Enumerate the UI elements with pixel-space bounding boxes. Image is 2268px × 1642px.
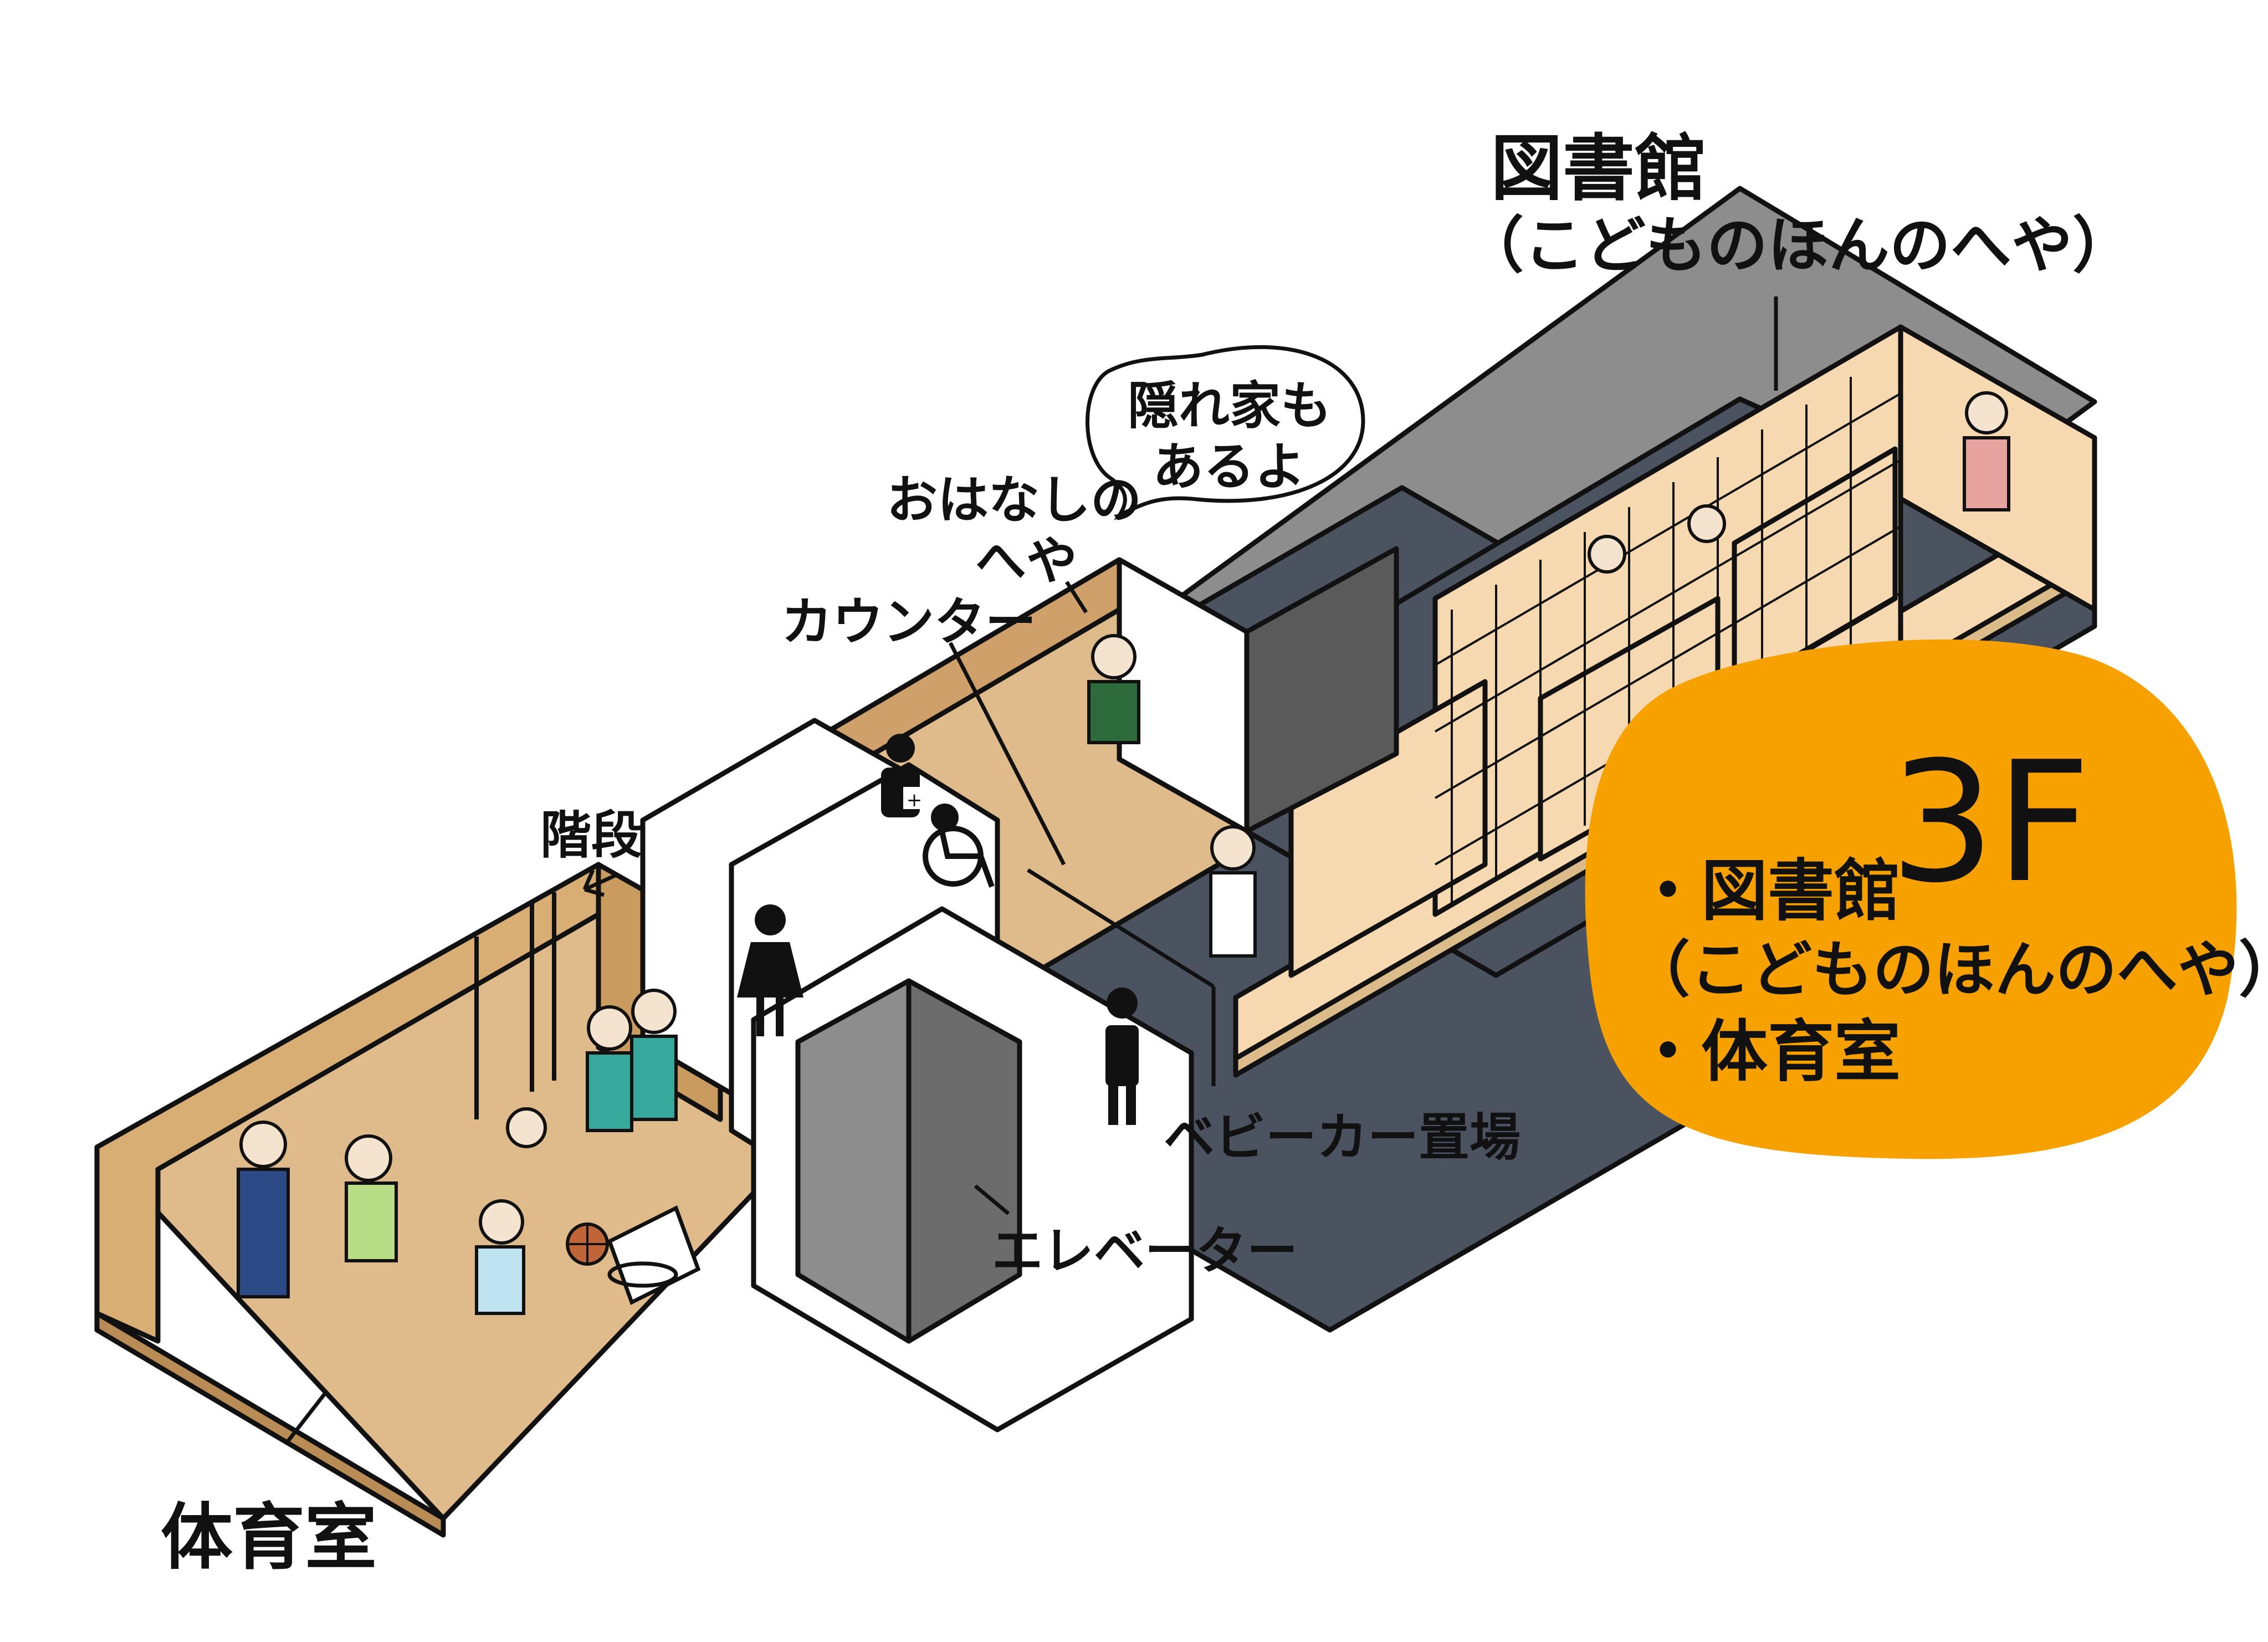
stroller-area-label: ベビーカー置場 xyxy=(1164,1108,1521,1167)
badge-item-library-sub: （こどものほんのへや） xyxy=(1629,934,2268,1005)
story-room-label-line-2: へや xyxy=(975,531,1078,591)
basketball-icon xyxy=(566,1222,609,1266)
elevator-label: エレベーター xyxy=(992,1221,1298,1281)
library-title: 図書館 xyxy=(1491,126,1707,211)
svg-text:+: + xyxy=(907,789,923,811)
shelf-unit-3 xyxy=(1732,446,1898,695)
wheelchair-icon xyxy=(923,804,995,888)
badge-item-gym: ・体育室 xyxy=(1635,1014,1901,1091)
baby-care-icon: + xyxy=(881,734,925,817)
stairs-label: 階段 xyxy=(540,806,643,865)
floor-badge xyxy=(1585,639,2237,1159)
basketball-hoop-icon xyxy=(607,1205,701,1305)
elevator-front xyxy=(906,978,1022,1344)
female-restroom-icon xyxy=(737,904,803,1036)
speech-bubble xyxy=(1086,345,1365,521)
gym-label: 体育室 xyxy=(161,1495,377,1579)
counter-label: カウンター xyxy=(781,592,1037,652)
shelf-unit-1 xyxy=(1288,679,1488,978)
male-restroom-icon xyxy=(1105,988,1139,1125)
library-subtitle: （こどものほんのへや） xyxy=(1463,210,2133,281)
floor-number: 3F xyxy=(1890,726,2091,919)
speech-bubble-line-2: あるよ xyxy=(1153,437,1306,497)
partition-2 xyxy=(1244,546,1399,834)
badge-item-library: ・図書館 xyxy=(1635,853,1901,930)
arrow-icon xyxy=(582,869,616,897)
gym-front-edge xyxy=(94,1311,446,1538)
story-room-label-line-1: おはなしの xyxy=(887,470,1142,530)
speech-bubble-line-1: 隠れ家も xyxy=(1128,376,1332,436)
